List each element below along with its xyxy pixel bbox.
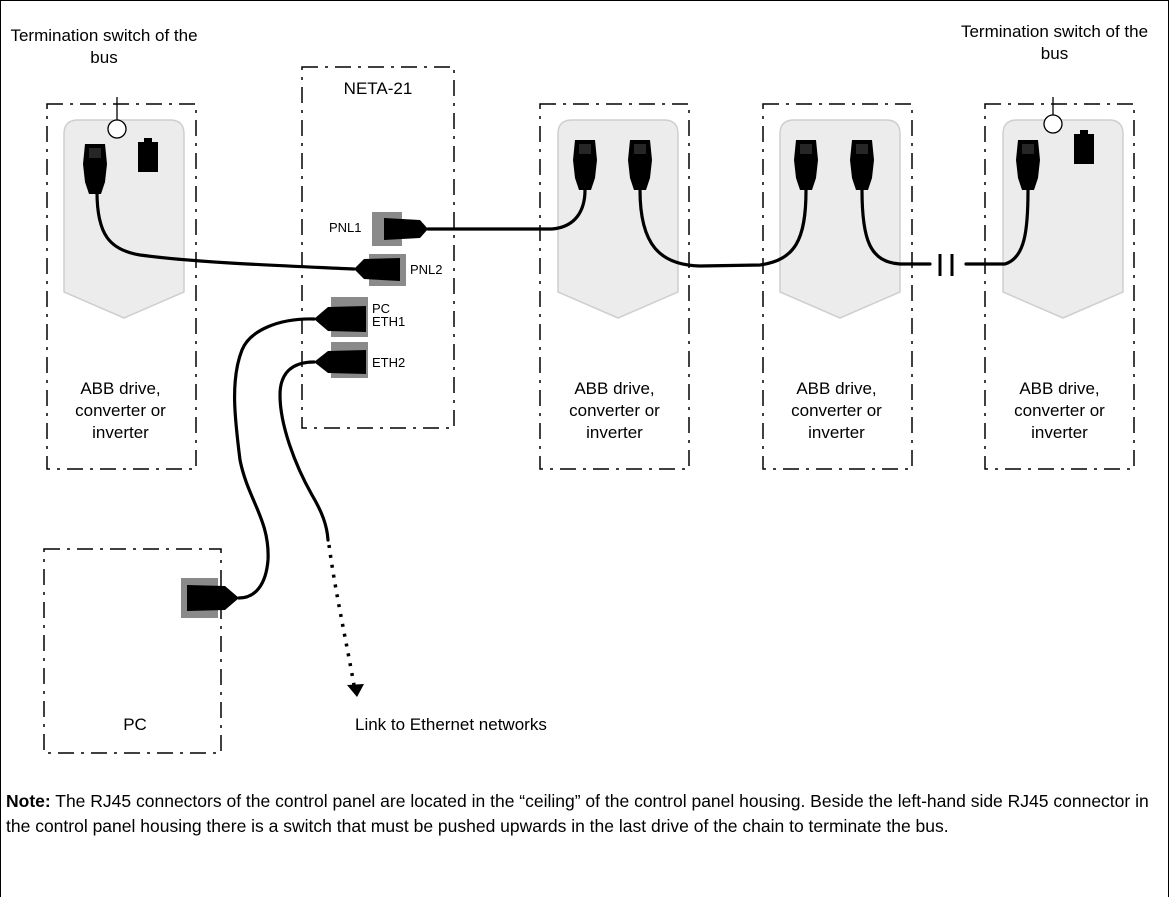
- termination-switches: [107, 97, 1063, 139]
- left-drive-panel: [63, 119, 185, 319]
- ethernet-link-label: Link to Ethernet networks: [355, 715, 547, 734]
- ethernet-dotted-link: [327, 544, 356, 686]
- drive-3-label: ABB drive, converter or inverter: [1014, 379, 1105, 442]
- cable-eth2-ethernet: [278, 360, 330, 542]
- plug-icon: [794, 140, 818, 190]
- left-drive-box: [46, 103, 197, 470]
- plug-icon: [187, 585, 239, 611]
- port-eth2-label: ETH2: [372, 355, 406, 370]
- note-paragraph: Note: The RJ45 connectors of the control…: [6, 789, 1156, 839]
- neta-label: NETA-21: [343, 79, 413, 98]
- pc-label: PC: [123, 715, 147, 734]
- termination-label-left: Termination switch of the bus: [10, 26, 198, 67]
- cable-eth1-pc: [232, 317, 316, 600]
- plug-icon: [314, 306, 366, 332]
- drive-2-box: [762, 103, 913, 470]
- drive-3-box: [984, 103, 1135, 470]
- port-pc-label: PC: [372, 301, 391, 316]
- plug-icon: [628, 140, 652, 190]
- plug-icon: [314, 350, 366, 374]
- plug-icon: [354, 258, 400, 281]
- ethernet-dotted-line: [327, 544, 356, 686]
- port-pnl1-label: PNL1: [329, 220, 362, 235]
- cable-pnl1-drive-1: [426, 188, 587, 231]
- termination-switch-right-icon: [1043, 114, 1063, 134]
- socket-icon: [1074, 130, 1094, 164]
- dash-dot-boxes: [43, 66, 1135, 754]
- pc-box: [43, 548, 222, 754]
- socket-icon: [138, 138, 158, 172]
- plug-icon: [850, 140, 874, 190]
- cable-drive-2-break: [860, 188, 932, 266]
- plug-icon: [83, 144, 107, 194]
- plug-icon: [1016, 140, 1040, 190]
- termination-label-right: Termination switch of the bus: [960, 22, 1149, 63]
- port-pnl2-label: PNL2: [410, 262, 443, 277]
- drive-1-label: ABB drive, converter or inverter: [569, 379, 660, 442]
- neta-box: [301, 66, 455, 429]
- arrow-down-icon: [347, 684, 364, 697]
- left-drive-label: ABB drive, converter or inverter: [75, 379, 166, 442]
- cable-break-marker: [938, 254, 954, 276]
- cable-left-drive-pnl2: [95, 190, 356, 271]
- pc-port: [181, 578, 239, 618]
- cable-drive-1-drive-2: [638, 188, 808, 268]
- port-eth1-label: ETH1: [372, 314, 406, 329]
- termination-switch-left-icon: [107, 119, 127, 139]
- neta-ports: [314, 212, 428, 378]
- plug-icon: [573, 140, 597, 190]
- drive-1-box: [539, 103, 690, 470]
- cables: [95, 188, 1030, 600]
- note-prefix: Note:: [6, 791, 51, 811]
- note-text: The RJ45 connectors of the control panel…: [6, 791, 1149, 836]
- cable-break-drive-3: [964, 188, 1030, 266]
- plug-icon: [384, 218, 428, 240]
- drive-2-label: ABB drive, converter or inverter: [791, 379, 882, 442]
